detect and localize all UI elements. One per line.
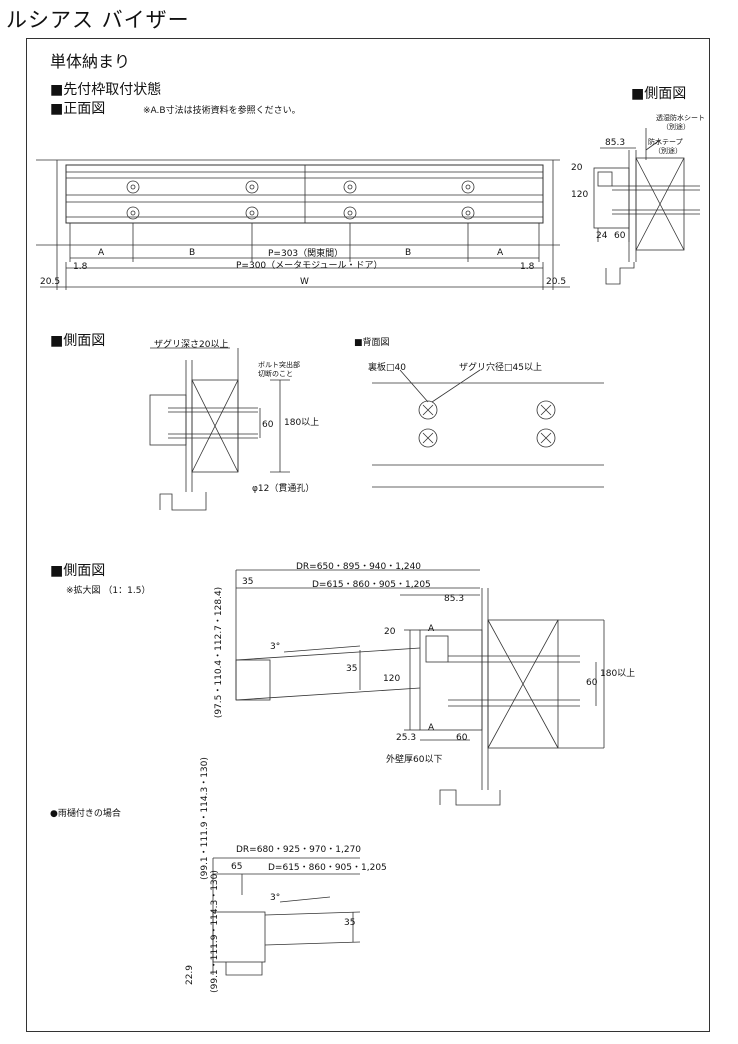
dim-60-mid: 60 <box>262 420 274 430</box>
dim-120-large: 120 <box>383 674 401 684</box>
dim-253-large: 25.3 <box>396 733 417 743</box>
dim-180-large: 180以上 <box>600 669 636 679</box>
dim-35-gutter: 35 <box>344 918 356 928</box>
label-a-bottom: A <box>428 723 435 733</box>
label-vertical-large: (97.5・110.4・112.7・128.4) <box>214 586 225 719</box>
dim-35-top: 35 <box>242 577 254 587</box>
dim-60b-large: 60 <box>456 733 468 743</box>
page-title: ルシアス バイザー <box>6 8 190 32</box>
dim-205-right: 20.5 <box>546 277 567 287</box>
label-sheet-sub: （別途） <box>662 123 690 131</box>
label-bolt-2: 切断のこと <box>258 370 293 378</box>
dim-24-top: 24 <box>596 231 608 241</box>
dim-b-right: B <box>405 248 412 258</box>
label-zaguri-depth: ザグリ深さ20以上 <box>154 340 229 350</box>
label-hole: φ12（貫通孔） <box>252 484 315 494</box>
drawing-frame <box>26 38 710 1032</box>
dim-a-right: A <box>497 248 504 258</box>
side-view-top-drawing <box>593 128 700 285</box>
dim-20-top: 20 <box>571 163 583 173</box>
front-view-drawing <box>36 159 570 290</box>
label-zaguri-hole: ザグリ穴径□45以上 <box>459 363 542 373</box>
label-angle-large: 3° <box>270 642 281 652</box>
gutter-view-heading: ●雨樋付きの場合 <box>50 809 121 819</box>
scale-note: ※拡大図 （1：1.5） <box>66 586 151 596</box>
section-title: 単体納まり <box>50 52 131 71</box>
side-view-large-heading: ■側面図 <box>50 563 106 579</box>
dim-18-left: 1.8 <box>73 262 88 272</box>
label-wall-thickness: 外壁厚60以下 <box>386 755 443 765</box>
dim-dr-gutter: DR=680・925・970・1,270 <box>236 845 362 855</box>
dim-w: W <box>300 277 309 287</box>
dim-b-left: B <box>189 248 196 258</box>
label-vertical-gutter-top: (99.1・111.9・114.3・130) <box>199 757 210 880</box>
dim-853-top: 85.3 <box>605 138 626 148</box>
dim-d-large: D=615・860・905・1,205 <box>312 580 431 590</box>
back-view-drawing <box>372 369 604 488</box>
side-view-mid-drawing <box>149 347 290 511</box>
label-plate: 裏板□40 <box>368 363 406 373</box>
label-angle-gutter: 3° <box>270 893 281 903</box>
dim-35-large: 35 <box>346 664 358 674</box>
side-view-large-drawing <box>235 569 605 806</box>
side-view-mid-heading: ■側面図 <box>50 333 106 349</box>
dim-853-large: 85.3 <box>444 594 465 604</box>
dim-60-large: 60 <box>586 678 598 688</box>
label-bolt-1: ボルト突出部 <box>258 361 300 369</box>
dim-20-large: 20 <box>384 627 396 637</box>
dim-60-top: 60 <box>614 231 626 241</box>
back-view-heading: ■背面図 <box>354 338 390 348</box>
label-tape: 防水テープ <box>648 138 683 146</box>
label-vertical-gutter-bottom: (99.1・111.9・114.3・130) <box>209 870 220 993</box>
label-sheet: 透湿防水シート <box>656 114 705 122</box>
side-view-top-heading: ■側面図 <box>631 86 687 102</box>
mount-subtitle: ■先付枠取付状態 <box>50 82 162 98</box>
front-view-heading: ■正面図 <box>50 101 106 117</box>
dim-205-left: 20.5 <box>40 277 61 287</box>
dim-a-left: A <box>98 248 105 258</box>
label-a-top: A <box>428 624 435 634</box>
front-view-note: ※A.B寸法は技術資料を参照ください。 <box>143 106 301 116</box>
gutter-view-drawing <box>212 857 361 976</box>
dim-p300: P=300（メータモジュール・ドア） <box>236 261 383 271</box>
dim-229-gutter: 22.9 <box>185 964 196 986</box>
dim-65-gutter: 65 <box>231 862 243 872</box>
dim-d-gutter: D=615・860・905・1,205 <box>268 863 387 873</box>
dim-120-top: 120 <box>571 190 589 200</box>
dim-180-mid: 180以上 <box>284 418 320 428</box>
dim-18-right: 1.8 <box>520 262 535 272</box>
label-tape-sub: （別途） <box>654 147 682 155</box>
dim-p303: P=303（関東間） <box>268 249 344 259</box>
dim-dr-large: DR=650・895・940・1,240 <box>296 562 422 572</box>
